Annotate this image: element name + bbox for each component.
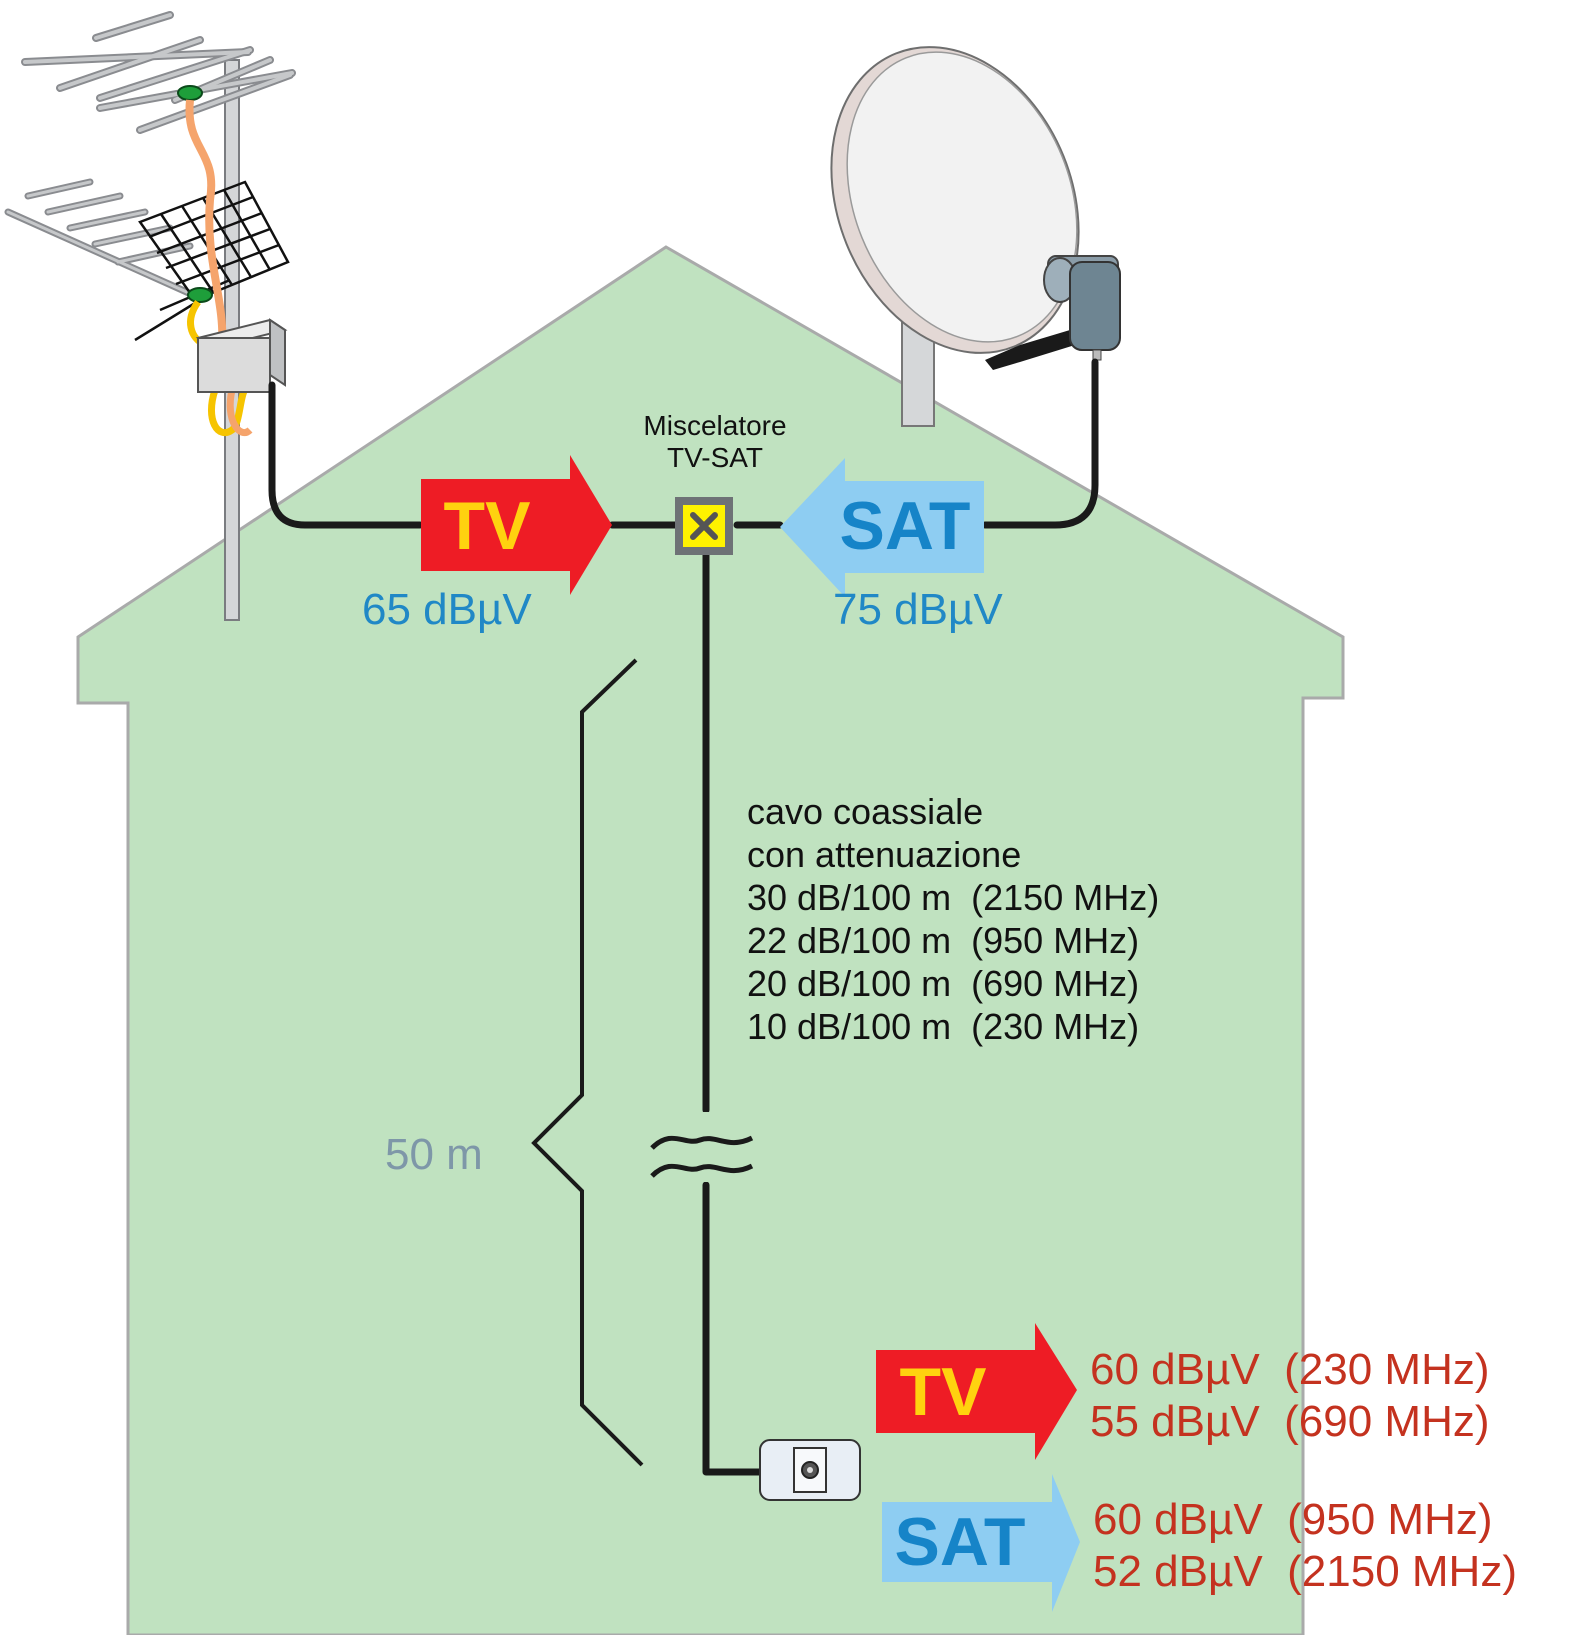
sat-output-label: SAT bbox=[894, 1504, 1026, 1580]
house-shape bbox=[76, 245, 1345, 1635]
attenuation-2150: 30 dB/100 m (2150 MHz) bbox=[747, 877, 1160, 918]
tv-input-arrow bbox=[421, 455, 612, 595]
attenuation-950: 22 dB/100 m (950 MHz) bbox=[747, 920, 1140, 961]
sat-output-arrow bbox=[882, 1474, 1080, 1612]
tv-output-level-690: 55 dBµV (690 MHz) bbox=[1090, 1397, 1490, 1446]
cable-line2: con attenuazione bbox=[747, 834, 1022, 875]
sat-input-arrow bbox=[780, 458, 984, 597]
cable-description: cavo coassiale con attenuazione 30 dB/10… bbox=[747, 790, 1159, 1048]
cable-line1: cavo coassiale bbox=[747, 791, 984, 832]
tv-output-levels: 60 dBµV (230 MHz) 55 dBµV (690 MHz) bbox=[1090, 1344, 1490, 1448]
sat-input-label: SAT bbox=[839, 488, 971, 564]
wall-socket-icon bbox=[759, 1439, 861, 1501]
satellite-dish-icon bbox=[830, 46, 1080, 427]
tv-output-level-230: 60 dBµV (230 MHz) bbox=[1090, 1345, 1490, 1394]
cable-length-label: 50 m bbox=[385, 1130, 483, 1179]
attenuation-690: 20 dB/100 m (690 MHz) bbox=[747, 963, 1140, 1004]
terrestrial-antenna-icon bbox=[4, 11, 296, 621]
sat-output-levels: 60 dBµV (950 MHz) 52 dBµV (2150 MHz) bbox=[1093, 1494, 1517, 1598]
sat-output-level-2150: 52 dBµV (2150 MHz) bbox=[1093, 1547, 1517, 1596]
coax-cable bbox=[268, 358, 1099, 1476]
tv-input-label: TV bbox=[443, 488, 531, 564]
tv-output-label: TV bbox=[899, 1354, 987, 1430]
tv-output-arrow bbox=[876, 1323, 1077, 1460]
lnb-icon bbox=[1043, 255, 1121, 361]
cable-break-icon bbox=[650, 1112, 754, 1182]
mixer-title-line1: Miscelatore bbox=[643, 410, 787, 441]
attenuation-230: 10 dB/100 m (230 MHz) bbox=[747, 1006, 1140, 1047]
mixer-title: Miscelatore TV-SAT bbox=[560, 410, 870, 474]
tv-input-level: 65 dBµV bbox=[362, 585, 532, 634]
mixer-cross-icon bbox=[675, 497, 733, 555]
sat-output-level-950: 60 dBµV (950 MHz) bbox=[1093, 1495, 1493, 1544]
length-brace-icon bbox=[531, 658, 644, 1467]
sat-input-level: 75 dBµV bbox=[833, 585, 1003, 634]
mixer-title-line2: TV-SAT bbox=[667, 442, 763, 474]
